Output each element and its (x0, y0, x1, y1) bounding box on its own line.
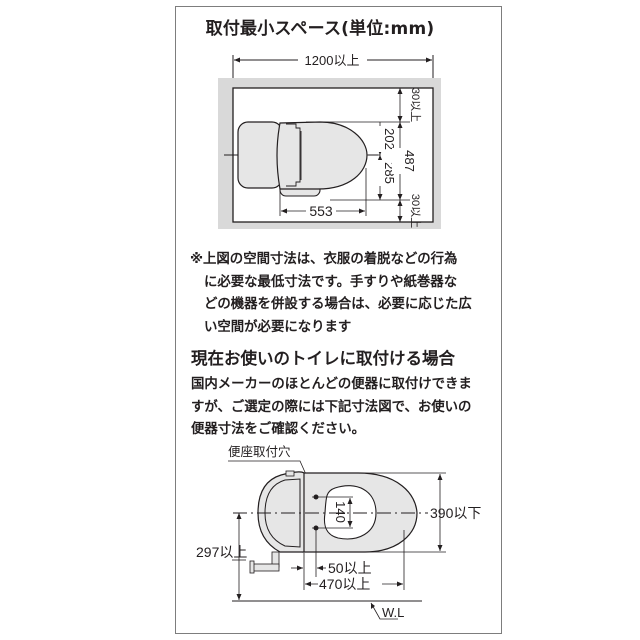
description-line: 国内メーカーのほとんどの便器に取付けできま (191, 377, 472, 392)
svg-text:30以上: 30以上 (409, 194, 422, 228)
note-line: い空間が必要になります (204, 319, 352, 335)
svg-text:50以上: 50以上 (328, 560, 372, 576)
note-line: ※上図の空間寸法は、衣服の着脱などの行為 (190, 252, 458, 267)
toilet-top-view (237, 121, 368, 197)
space-note: ※上図の空間寸法は、衣服の着脱などの行為 に必要な最低寸法です。手すりや紙巻器な… (190, 249, 500, 339)
existing-toilet-description: 国内メーカーのほとんどの便器に取付けできま すが、ご選定の際には下記寸法図で、お… (191, 374, 472, 442)
svg-text:390以下: 390以下 (430, 505, 481, 521)
min-space-title: 取付最小スペース(単位:mm) (205, 19, 435, 39)
description-line: すが、ご選定の際には下記寸法図で、お使いの (191, 399, 472, 415)
svg-text:470以上: 470以上 (319, 576, 370, 592)
svg-text:553: 553 (309, 203, 333, 219)
width-dimension: 1200以上 (232, 53, 434, 80)
toilet-bowl-top-view (249, 470, 418, 574)
svg-text:140: 140 (333, 501, 348, 523)
water-level-label: W.L (382, 605, 404, 620)
svg-text:202: 202 (382, 128, 397, 150)
mount-holes-label: 便座取付穴 (228, 444, 291, 459)
note-line: どの機器を併設する場合は、必要に応じた広 (204, 297, 472, 312)
svg-text:30以上: 30以上 (409, 88, 422, 122)
description-line: 便器寸法をご確認ください。 (191, 422, 366, 437)
svg-text:487: 487 (402, 150, 417, 172)
svg-text:297以上: 297以上 (196, 544, 247, 560)
note-line: に必要な最低寸法です。手すりや紙巻器な (204, 274, 458, 290)
svg-text:1200以上: 1200以上 (305, 53, 360, 68)
existing-toilet-title: 現在お使いのトイレに取付ける場合 (191, 349, 455, 368)
